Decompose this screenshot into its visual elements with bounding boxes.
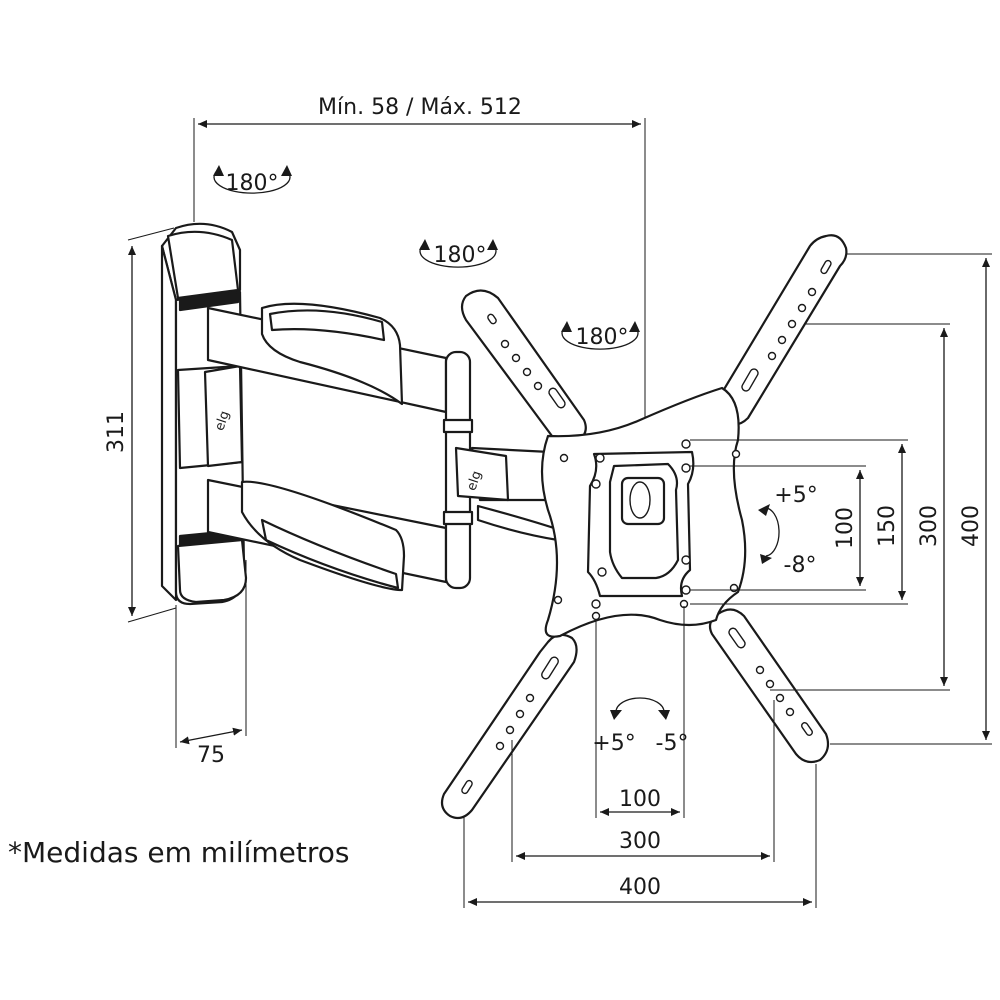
rotation-label-wall: 180° [226,171,279,196]
vesa-h300-label: 300 [619,829,661,854]
vesa-v300-label: 300 [917,505,942,547]
swivel-right-label: -5° [656,731,689,756]
vesa-h100-label: 100 [619,787,661,812]
vesa-plate [440,234,848,820]
rotation-label-head: 180° [576,325,629,350]
head-bracket: elg [454,446,562,542]
rotation-badge-head: 180° [561,321,640,350]
arm-upper [206,302,448,414]
arm-lower [206,478,448,592]
units-note: *Medidas em milímetros [8,836,349,869]
swivel-left-label: +5° [592,731,635,756]
wall-depth-dimension: 75 [175,560,247,768]
slot-row-top-left [487,313,566,409]
rotation-label-arm: 180° [434,243,487,268]
rotation-badge-wall: 180° [213,165,292,196]
wall-height-label: 311 [104,411,129,453]
vesa-horizontal-dimensions: 100 300 400 [463,606,817,908]
wall-plate: elg [160,222,248,606]
slot-row-bottom-right [728,627,813,736]
svg-text:elg: elg [464,469,484,493]
extension-dimension: Mín. 58 / Máx. 512 [193,95,646,420]
tilt-up-label: +5° [774,483,817,508]
tilt-indicator: +5° -8° [758,483,818,578]
swivel-indicator: +5° -5° [592,697,689,756]
wall-depth-label: 75 [197,743,225,768]
vesa-v400-label: 400 [959,505,984,547]
wall-height-dimension: 311 [104,227,177,623]
vesa-v100-label: 100 [833,507,858,549]
vesa-h400-label: 400 [619,875,661,900]
vesa-v150-label: 150 [875,505,900,547]
slot-row-top-right [741,259,832,392]
svg-text:elg: elg [212,409,232,433]
rotation-badge-arm: 180° [419,239,498,268]
tilt-down-label: -8° [784,553,817,578]
vesa-vertical-dimensions: 100 150 300 400 [690,253,992,745]
slot-row-bottom-left [461,656,559,795]
extension-label: Mín. 58 / Máx. 512 [318,95,522,120]
